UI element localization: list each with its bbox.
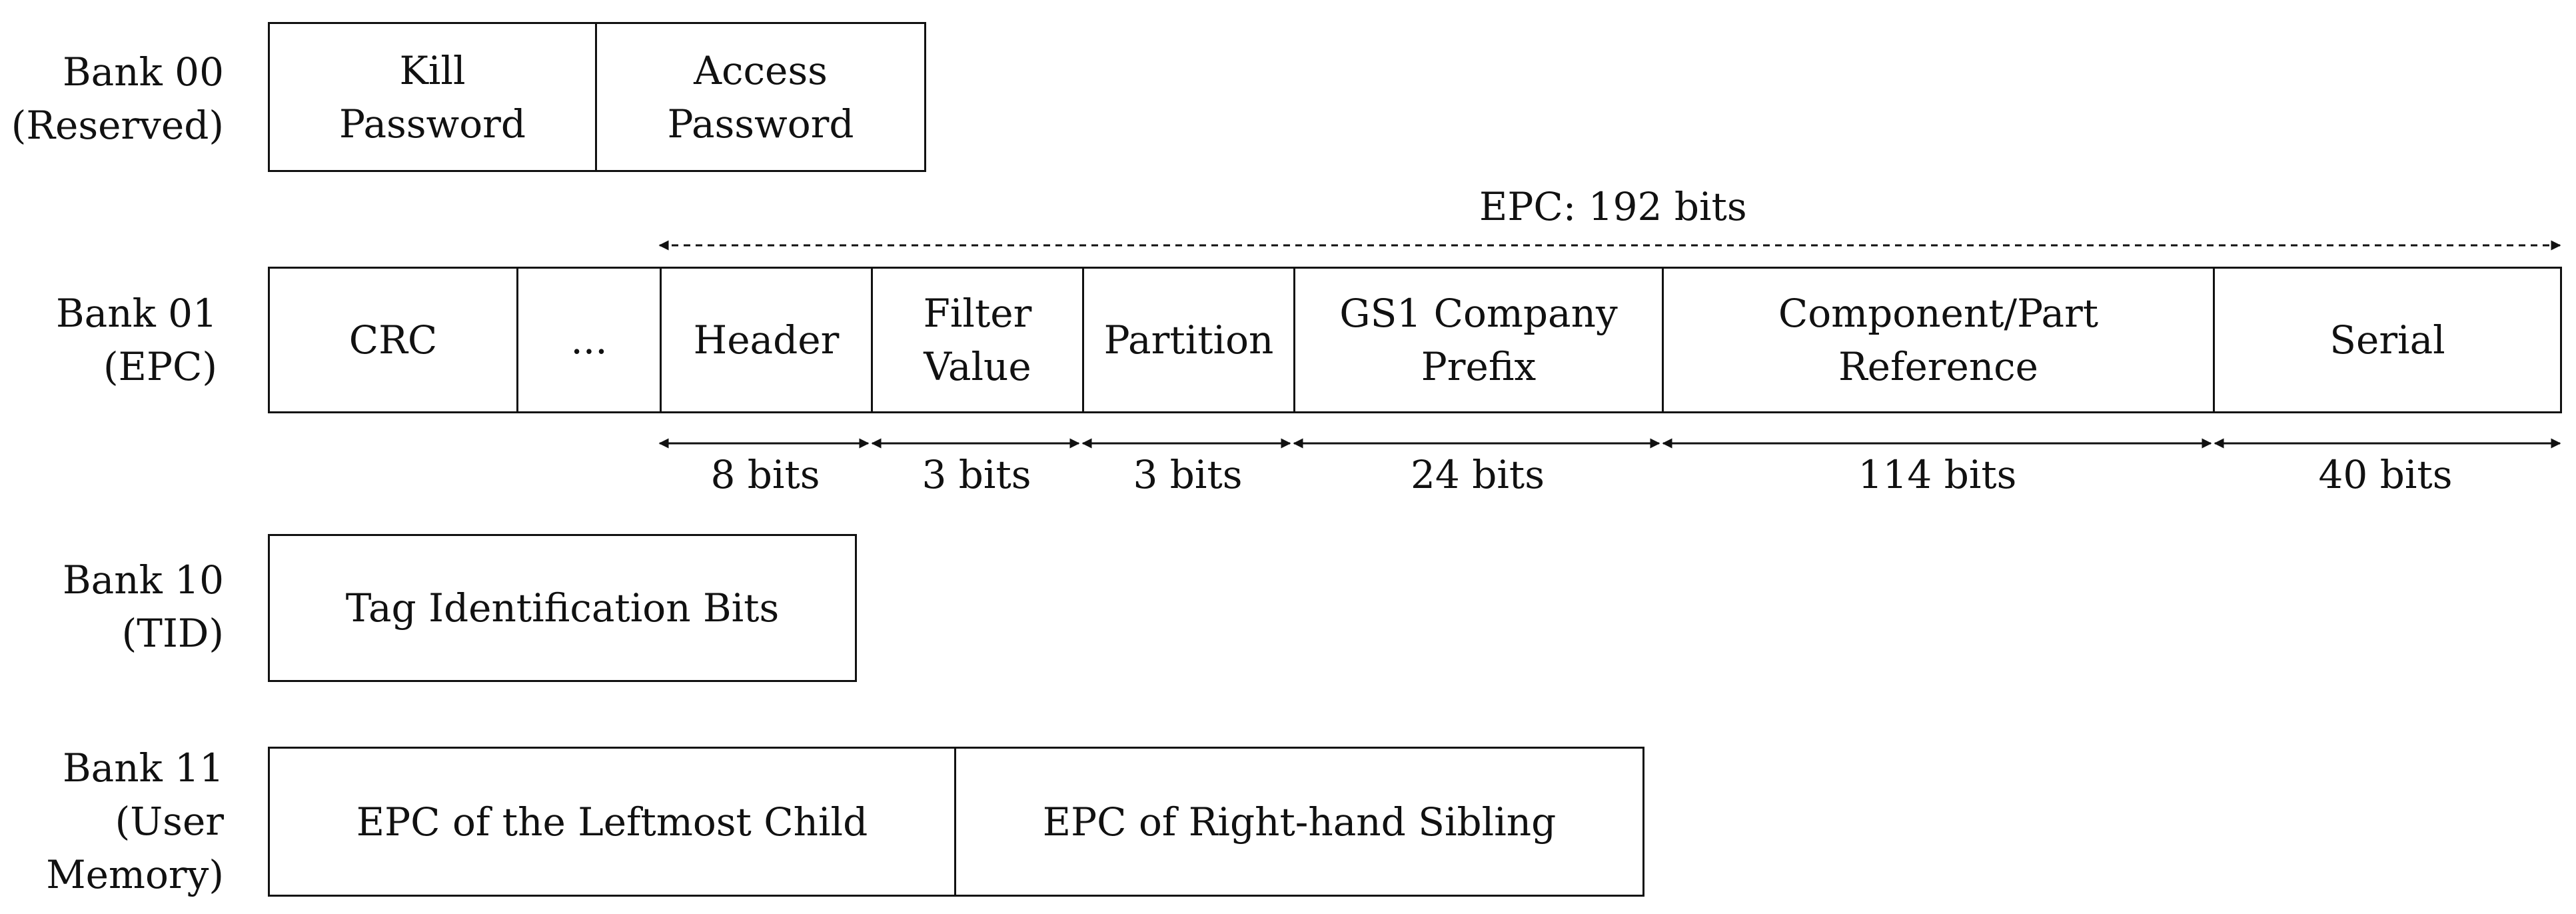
bank-11-row: EPC of the Leftmost Child EPC of Right-h… (268, 747, 1644, 897)
partition-bits-label: 3 bits (1133, 452, 1243, 497)
bank-11-label: Bank 11 (User Memory) (46, 745, 224, 897)
bank-00-row: Kill Password Access Password (268, 22, 926, 172)
company-prefix-bits-label: 24 bits (1411, 452, 1545, 497)
bank-01-row: CRC ... Header Filter Value Partition GS… (268, 267, 2562, 413)
bank-10-row: Tag Identification Bits (268, 534, 857, 682)
access-password-field: Access Password (667, 47, 854, 147)
epc-total-label: EPC: 192 bits (1479, 184, 1747, 229)
header-bits-label: 8 bits (710, 452, 820, 497)
serial-bits-label: 40 bits (2318, 452, 2453, 497)
filter-value-field: Filter Value (873, 269, 1084, 411)
kill-password-field: Kill Password (270, 24, 598, 170)
crc-field: CRC (270, 269, 518, 411)
bank-01-label: Bank 01 (EPC) (56, 291, 217, 389)
right-hand-sibling-epc-field: EPC of Right-hand Sibling (1042, 799, 1557, 845)
partition-field: Partition (1084, 269, 1295, 411)
tag-identification-bits-field: Tag Identification Bits (345, 585, 780, 631)
component-part-reference-field: Component/Part Reference (1664, 269, 2215, 411)
part-reference-bits-label: 114 bits (1858, 452, 2017, 497)
leftmost-child-epc-field: EPC of the Leftmost Child (270, 749, 956, 895)
serial-field: Serial (2329, 317, 2445, 363)
gs1-company-prefix-field: GS1 Company Prefix (1295, 269, 1664, 411)
ellipsis-field: ... (518, 269, 662, 411)
bank-00-label: Bank 00 (Reserved) (11, 49, 224, 148)
bank-10-label: Bank 10 (TID) (63, 557, 224, 656)
header-field: Header (662, 269, 873, 411)
filter-bits-label: 3 bits (922, 452, 1031, 497)
